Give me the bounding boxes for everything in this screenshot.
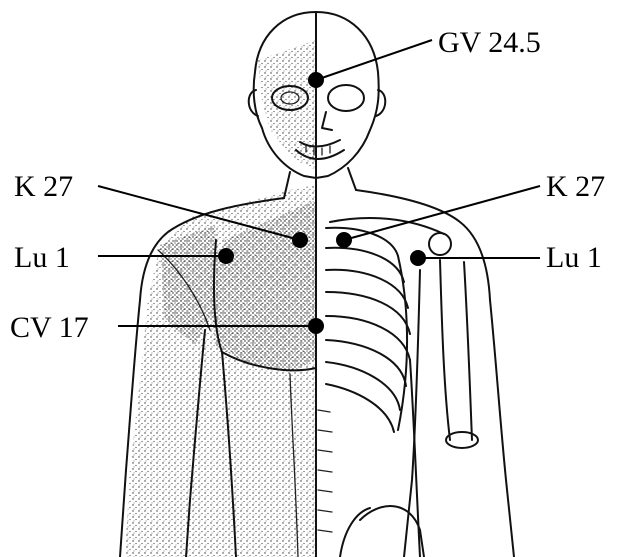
anatomical-figure — [120, 12, 514, 557]
k-27-right-label: K 27 — [546, 170, 605, 203]
gv-24-5-label: GV 24.5 — [438, 26, 541, 59]
lu-1-right-marker — [410, 250, 426, 266]
lu-1-left-marker — [218, 248, 234, 264]
ribcage — [326, 228, 410, 432]
k-27-right-marker — [336, 232, 352, 248]
k-27-left-label: K 27 — [14, 170, 73, 203]
gv-24-5-marker — [308, 72, 324, 88]
cv-17-label: CV 17 — [10, 311, 89, 344]
spine — [318, 410, 332, 532]
lu-1-left-label: Lu 1 — [14, 241, 70, 274]
lu-1-right-label: Lu 1 — [546, 241, 602, 274]
k-27-left-marker — [292, 232, 308, 248]
cv-17-marker — [308, 318, 324, 334]
gv-24-5-leader — [316, 40, 432, 80]
k-27-right-leader — [344, 186, 540, 240]
